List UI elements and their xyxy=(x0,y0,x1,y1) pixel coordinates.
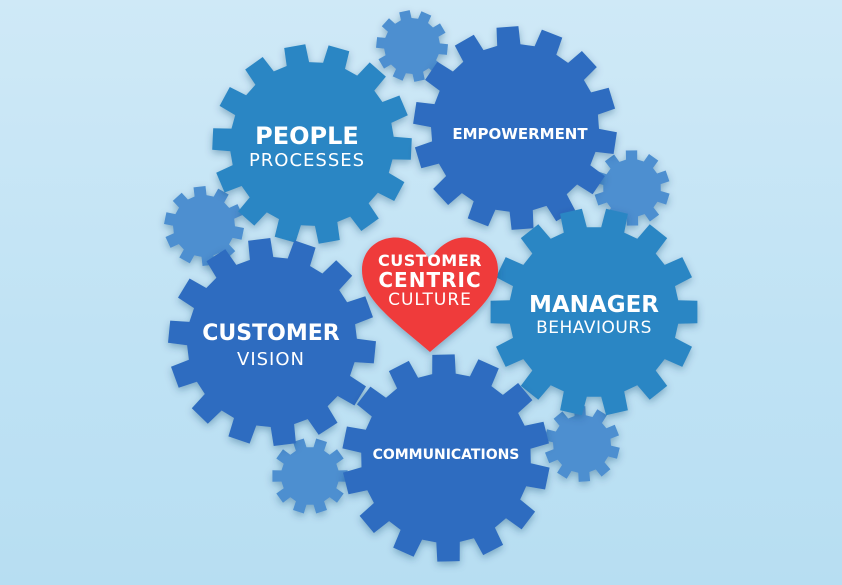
gear-label-people: PEOPLE xyxy=(255,122,359,150)
gear-people-icon xyxy=(212,44,412,244)
small-gear-bottom-left-icon xyxy=(272,438,348,514)
heart-label-line2: CENTRIC xyxy=(378,268,482,292)
gear-customer-icon xyxy=(168,238,376,446)
heart-icon xyxy=(362,237,498,352)
gear-label-customer: CUSTOMER xyxy=(202,321,340,346)
gear-empowerment-icon xyxy=(413,26,617,230)
small-gear-top-icon xyxy=(376,10,448,82)
small-gear-right-icon xyxy=(594,150,670,226)
gear-label-processes: PROCESSES xyxy=(248,150,366,171)
small-gear-bottom-right-icon xyxy=(544,406,620,482)
heart-label-line1: CUSTOMER xyxy=(378,251,482,270)
gear-label-vision: VISION xyxy=(237,349,305,370)
gear-label-empowerment: EMPOWERMENT xyxy=(452,125,588,143)
heart-label-line3: CULTURE xyxy=(388,290,472,310)
gear-label-communications: COMMUNICATIONS xyxy=(372,447,520,463)
gear-label-manager: MANAGER xyxy=(528,292,660,318)
gear-label-behaviours: BEHAVIOURS xyxy=(536,318,652,338)
gear-communications-icon xyxy=(342,354,550,562)
small-gear-left-icon xyxy=(164,186,244,266)
gear-manager-icon xyxy=(490,208,698,416)
